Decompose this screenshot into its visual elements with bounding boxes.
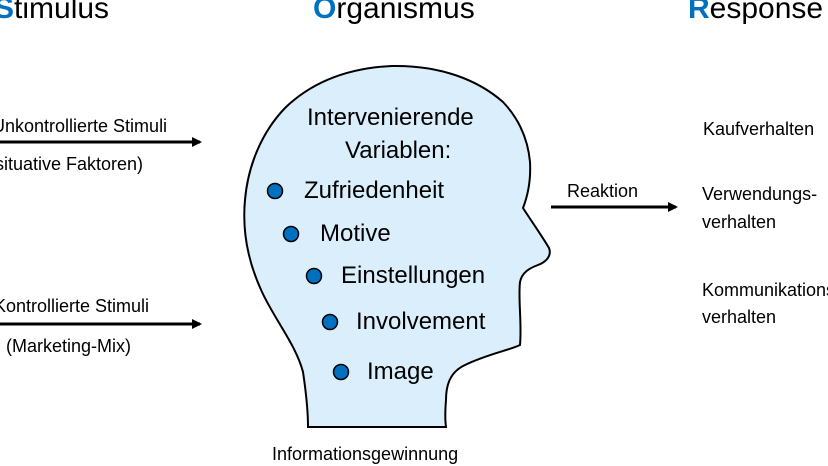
heading-organismus-rest: rganismus (336, 0, 475, 25)
bullet-icon (332, 363, 350, 381)
heading-stimulus-initial: S (0, 0, 15, 25)
bullet-icon (305, 267, 323, 285)
label-reaktion: Reaktion (567, 181, 639, 201)
variable-involvement: Involvement (356, 308, 486, 335)
head-silhouette (243, 64, 551, 428)
organism-title-line1: Intervenierende (307, 104, 474, 131)
label-kontrollierte-stimuli: Kontrollierte Stimuli (0, 296, 150, 316)
variable-zufriedenheit: Zufriedenheit (304, 177, 445, 204)
organism-title-line2: Variablen: (345, 137, 452, 164)
bullet-icon (321, 313, 339, 331)
heading-organismus: Organismus (313, 0, 475, 24)
caption-informationsgewinnung: Informationsgewinnung (272, 444, 459, 464)
sublabel-marketing-mix: (Marketing-Mix) (6, 336, 132, 356)
response-verwendungsverhalten-line1: Verwendungs- (702, 184, 818, 204)
heading-organismus-initial: O (313, 0, 337, 25)
heading-stimulus: Stimulus (0, 0, 109, 24)
variable-motive: Motive (320, 220, 391, 247)
variable-einstellungen: Einstellungen (341, 262, 486, 289)
bullet-icon (266, 182, 284, 200)
bullet-icon (282, 225, 300, 243)
heading-response: Response (688, 0, 823, 24)
heading-response-rest: esponse (709, 0, 824, 25)
variable-bullets (266, 182, 350, 381)
response-kaufverhalten: Kaufverhalten (703, 119, 815, 139)
response-kommunikationsverhalten-line2: verhalten (702, 307, 777, 327)
sublabel-situative-faktoren: (situative Faktoren) (0, 154, 144, 174)
response-verwendungsverhalten-line2: verhalten (702, 212, 777, 232)
response-kommunikationsverhalten-line1: Kommunikations- (702, 280, 828, 300)
variable-image: Image (367, 358, 434, 385)
heading-response-initial: R (688, 0, 710, 25)
label-unkontrollierte-stimuli: Unkontrollierte Stimuli (0, 116, 168, 136)
heading-stimulus-rest: timulus (14, 0, 110, 25)
